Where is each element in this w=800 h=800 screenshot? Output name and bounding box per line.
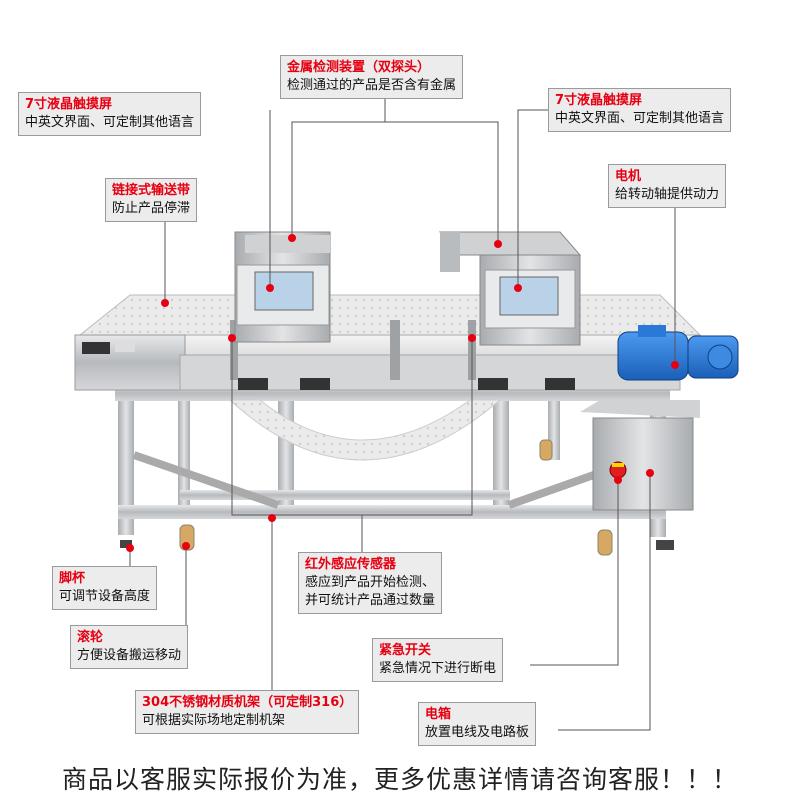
callout-title: 金属检测装置（双探头） xyxy=(287,60,431,75)
callout-title: 紧急开关 xyxy=(379,643,432,658)
callout-title: 滚轮 xyxy=(77,630,104,645)
callout-emergency-stop: 紧急开关 紧急情况下进行断电 xyxy=(372,638,504,682)
callout-frame: 304不锈钢材质机架（可定制316） 可根据实际场地定制机架 xyxy=(135,690,360,734)
callout-sensor: 红外感应传感器 感应到产品开始检测、 并可统计产品通过数量 xyxy=(298,552,443,614)
callout-desc: 可调节设备高度 xyxy=(59,589,151,604)
callout-title: 链接式输送带 xyxy=(112,183,191,198)
callout-desc: 紧急情况下进行断电 xyxy=(379,661,497,676)
callout-desc: 可根据实际场地定制机架 xyxy=(142,713,286,728)
callout-desc: 方便设备搬运移动 xyxy=(77,648,182,663)
stainless-frame xyxy=(115,385,670,537)
blue-motor xyxy=(617,325,739,381)
callout-desc: 放置电线及电路板 xyxy=(425,725,530,740)
callout-title: 电箱 xyxy=(425,707,452,722)
callout-desc: 给转动轴提供动力 xyxy=(615,187,720,202)
callout-title: 7寸液晶触摸屏 xyxy=(25,97,113,112)
callout-desc: 中英文界面、可定制其他语言 xyxy=(25,115,195,130)
callout-desc: 中英文界面、可定制其他语言 xyxy=(555,111,725,126)
callout-electric-box: 电箱 放置电线及电路板 xyxy=(418,702,537,746)
left-detector-head xyxy=(234,231,331,390)
callout-title: 电机 xyxy=(615,169,642,184)
leader-lines xyxy=(129,95,676,731)
callout-foot-cup: 脚杯 可调节设备高度 xyxy=(52,566,158,610)
callout-lcd-right: 7寸液晶触摸屏 中英文界面、可定制其他语言 xyxy=(548,88,732,132)
callout-title: 7寸液晶触摸屏 xyxy=(555,93,643,108)
callout-conveyor: 链接式输送带 防止产品停滞 xyxy=(105,178,198,222)
red-markers xyxy=(126,234,679,552)
callout-metal-detector: 金属检测装置（双探头） 检测通过的产品是否含有金属 xyxy=(280,55,464,99)
callout-desc: 感应到产品开始检测、 xyxy=(305,575,436,590)
footer-notice: 商品以客服实际报价为准，更多优惠详情请咨询客服！！！ xyxy=(61,765,738,794)
belt-return-loop xyxy=(228,399,502,461)
callout-lcd-left: 7寸液晶触摸屏 中英文界面、可定制其他语言 xyxy=(18,92,202,136)
callout-caster: 滚轮 方便设备搬运移动 xyxy=(70,625,189,669)
callout-motor: 电机 给转动轴提供动力 xyxy=(608,164,727,208)
callout-desc: 并可统计产品通过数量 xyxy=(305,593,436,608)
foot-cups xyxy=(120,540,674,550)
conveyor-belt xyxy=(74,294,702,391)
callout-desc: 防止产品停滞 xyxy=(112,201,191,216)
callout-title: 脚杯 xyxy=(59,571,86,586)
callout-desc: 检测通过的产品是否含有金属 xyxy=(287,78,457,93)
callout-title: 红外感应传感器 xyxy=(305,557,397,572)
right-detector-head xyxy=(438,231,582,390)
callout-title: 304不锈钢材质机架（可定制316） xyxy=(142,695,353,710)
electric-box xyxy=(580,400,700,511)
